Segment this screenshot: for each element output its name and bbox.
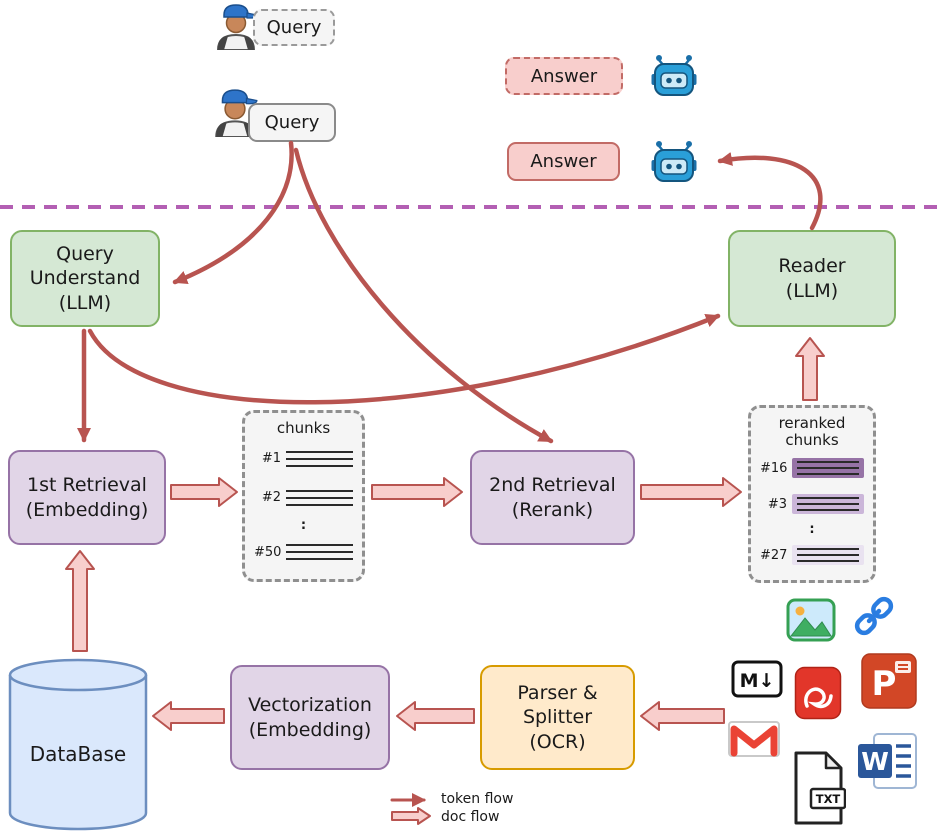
chunk-ellipsis-row: : [760,522,864,537]
answer-box-dashed: Answer [505,57,623,95]
second-retrieval-label: 2nd Retrieval (Rerank) [489,474,616,521]
reader-label: Reader (LLM) [778,255,846,302]
first-retrieval-box: 1st Retrieval (Embedding) [8,450,166,545]
txt-file-icon: TXT [788,750,847,830]
chunk-row: #1 [254,439,353,478]
parser-splitter-box: Parser & Splitter (OCR) [480,665,635,770]
chunks-panel: chunks #1 #2 : #50 [242,410,365,582]
link-icon [852,592,896,644]
robot-icon-bottom [651,138,697,190]
answer-solid-label: Answer [530,151,597,172]
arrow-token-understand-to-reader [87,313,721,405]
chunk-lines [797,461,859,476]
chunk-ellipsis: : [300,517,307,533]
chunk-id: #16 [760,460,788,476]
answer-dashed-label: Answer [530,65,598,87]
database-cylinder: DataBase [8,658,148,831]
query-solid-label: Query [264,112,320,133]
gmail-icon [727,718,781,764]
arrow-doc-vectorization-to-database [152,701,225,731]
legend-doc-flow-label: doc flow [441,809,500,825]
arrow-doc-reranked-to-reader [795,337,825,401]
chunk-lines [286,544,353,561]
reader-box: Reader (LLM) [728,230,896,327]
reranked-row: #27 [760,537,864,573]
chunk-lines [286,489,353,506]
arrow-doc-retrieval1-to-chunks [170,477,238,507]
query-box-dashed: Query [253,9,335,46]
answer-box-solid: Answer [507,142,620,181]
chunk-id: #2 [261,490,281,506]
chunk-highlight-bar [792,545,864,566]
parser-splitter-label: Parser & Splitter (OCR) [517,682,598,753]
chunk-id: #50 [254,544,282,560]
reranked-row: #16 [760,451,864,487]
chunks-panel-title: chunks [276,419,331,437]
vectorization-box: Vectorization (Embedding) [230,665,390,770]
reranked-row: #3 [760,486,864,522]
arrow-doc-database-to-retrieval1 [65,550,95,652]
image-icon [786,598,836,646]
markdown-glyph: M↓ [740,670,775,692]
chunk-row: #50 [254,533,353,572]
pdf-icon [794,666,842,724]
arrow-doc-parser-to-vectorization [396,701,475,731]
chunk-lines [797,497,859,512]
chunk-row: #2 [254,478,353,517]
query-box-solid: Query [248,103,336,142]
query-understand-label: Query Understand (LLM) [29,243,141,314]
database-label: DataBase [29,742,127,766]
txt-glyph: TXT [816,792,841,806]
arrow-doc-files-to-parser [640,701,725,731]
chunk-id: #3 [767,496,787,512]
chunk-ellipsis: : [809,522,815,538]
arrow-token-reader-to-answer [717,152,823,231]
robot-icon-top [651,52,697,104]
chunk-lines [286,450,353,467]
chunk-highlight-bar [792,458,864,479]
query-understand-box: Query Understand (LLM) [10,230,160,327]
arrow-token-query-to-retrieval2 [293,147,554,444]
powerpoint-glyph: P [872,664,897,704]
legend-token-flow-label: token flow [441,791,514,807]
chunk-highlight-bar [792,494,864,515]
powerpoint-icon: P [860,652,918,714]
reranked-chunks-panel: reranked chunks #16 #3 : #27 [748,405,876,583]
arrow-doc-retrieval2-to-reranked [640,477,742,507]
chunk-id: #1 [261,451,281,466]
query-dashed-label: Query [266,17,322,38]
second-retrieval-box: 2nd Retrieval (Rerank) [470,450,635,545]
word-icon: W [858,732,918,794]
arrow-token-query-to-understand [172,140,294,285]
chunk-id: #27 [760,547,788,563]
chunk-lines [797,548,859,563]
legend-doc-arrow [391,807,431,825]
vectorization-label: Vectorization (Embedding) [248,694,372,741]
arrow-doc-chunks-to-retrieval2 [371,477,463,507]
user-icon-top [214,2,258,54]
word-glyph: W [861,747,889,776]
first-retrieval-label: 1st Retrieval (Embedding) [25,474,149,521]
markdown-icon: M↓ [731,660,783,702]
chunk-ellipsis-row: : [254,518,353,533]
reranked-panel-title: reranked chunks [778,414,846,449]
